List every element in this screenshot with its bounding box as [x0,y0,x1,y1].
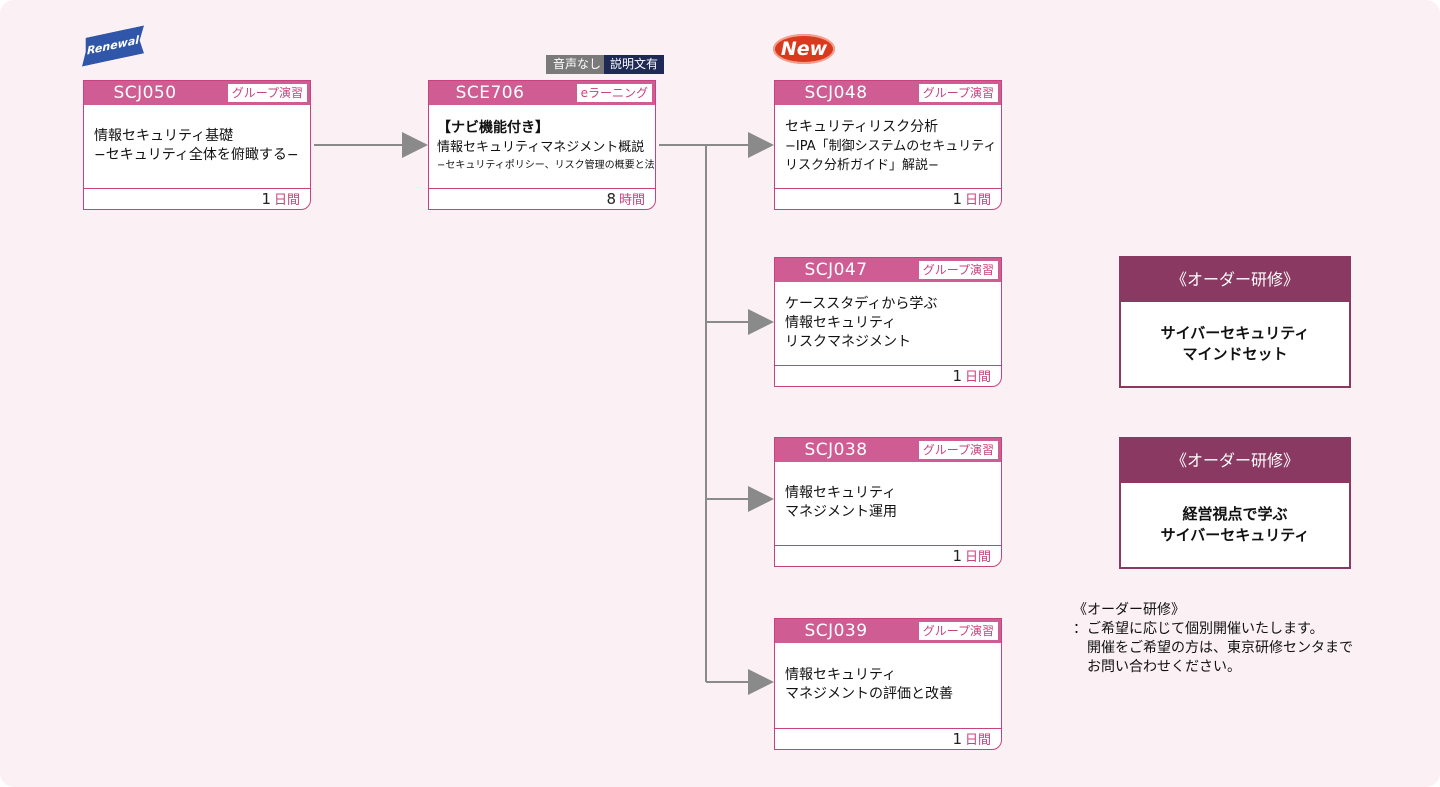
duration-unit: 時間 [618,193,645,208]
course-title-line: 情報セキュリティマネジメント概説 [437,139,645,155]
order-box-title-line: サイバーセキュリティ [1160,324,1310,342]
course-title: 情報セキュリティ マネジメント運用 [785,462,995,544]
course-title: セキュリティリスク分析 −IPA「制御システムのセキュリティ リスク分析ガイド」… [785,105,997,187]
caption-tag: 説明文有 [604,55,664,74]
course-title-line: −IPA「制御システムのセキュリティ [785,138,997,154]
course-card-scj047[interactable]: SCJ047 グループ演習 ケーススタディから学ぶ 情報セキュリティ リスクマネ… [774,257,1002,387]
course-title-line: セキュリティリスク分析 [785,118,939,135]
arrow-head [402,132,428,158]
course-code: SCJ039 [804,621,868,641]
course-card-sce706[interactable]: SCE706 eラーニング 【ナビ機能付き】 情報セキュリティマネジメント概説 … [428,80,656,210]
duration-unit: 日間 [964,733,991,748]
course-type-tag: eラーニング [576,84,652,102]
course-code: SCJ048 [804,83,868,103]
duration-unit: 日間 [964,193,991,208]
course-code: SCJ047 [804,260,868,280]
arrow-head [748,669,774,695]
order-box-title-line: マインドセット [1182,345,1288,363]
order-box-title: サイバーセキュリティ マインドセット [1121,302,1349,386]
course-header: SCE706 eラーニング [429,81,655,105]
course-header: SCJ039 グループ演習 [775,619,1001,643]
no-audio-tag: 音声なし [546,55,608,74]
course-title-line: リスク分析ガイド」解説− [785,157,939,173]
duration-unit: 日間 [273,193,300,208]
duration-unit: 日間 [964,370,991,385]
note-line: 《オーダー研修》 [1073,602,1185,618]
course-code: SCE706 [455,83,525,103]
course-title-line: −セキュリティ全体を俯瞰する− [94,147,299,163]
course-type-tag: グループ演習 [918,622,998,640]
note-line: 開催をご希望の方は、東京研修センタまで [1073,640,1353,656]
arrow-head [748,486,774,512]
course-title-line: マネジメント運用 [785,504,897,520]
course-title: 情報セキュリティ基礎 −セキュリティ全体を俯瞰する− [94,105,304,187]
course-card-scj048[interactable]: SCJ048 グループ演習 セキュリティリスク分析 −IPA「制御システムのセキ… [774,80,1002,210]
arrow-head [748,309,774,335]
course-title: ケーススタディから学ぶ 情報セキュリティ リスクマネジメント [785,282,995,364]
course-header: SCJ047 グループ演習 [775,258,1001,282]
course-title-line: 【ナビ機能付き】 [437,119,549,136]
order-box-header: 《オーダー研修》 [1121,258,1349,302]
order-box-title-line: サイバーセキュリティ [1160,526,1310,544]
new-badge: New [773,34,835,64]
course-type-tag: グループ演習 [918,261,998,279]
course-header: SCJ048 グループ演習 [775,81,1001,105]
order-box-header: 《オーダー研修》 [1121,439,1349,483]
course-code: SCJ050 [113,83,177,103]
course-header: SCJ038 グループ演習 [775,438,1001,462]
duration-value: 8 [606,190,616,208]
course-title-line: マネジメントの評価と改善 [785,686,953,702]
course-title-line: ケーススタディから学ぶ [785,295,938,312]
duration-unit: 日間 [964,550,991,565]
note-line: ：ご希望に応じて個別開催いたします。 [1073,621,1324,637]
course-type-tag: グループ演習 [227,84,307,102]
course-type-tag: グループ演習 [918,84,998,102]
note-line: お問い合わせください。 [1073,659,1241,675]
course-type-tag: グループ演習 [918,441,998,459]
course-title: 情報セキュリティ マネジメントの評価と改善 [785,643,995,727]
duration-value: 1 [952,547,962,565]
course-code: SCJ038 [804,440,868,460]
duration-value: 1 [952,367,962,385]
order-box-title: 経営視点で学ぶ サイバーセキュリティ [1121,483,1349,567]
course-title-line: 情報セキュリティ [785,667,897,683]
course-title-line: 情報セキュリティ [785,485,897,501]
course-header: SCJ050 グループ演習 [84,81,310,105]
duration-value: 1 [952,190,962,208]
arrow-head [748,132,774,158]
order-training-box[interactable]: 《オーダー研修》 経営視点で学ぶ サイバーセキュリティ [1119,437,1351,569]
course-title-line: 情報セキュリティ基礎 [94,128,234,144]
course-title-line: 情報セキュリティ [785,314,897,331]
course-title-line: −セキュリティポリシー、リスク管理の概要と法制度− [437,159,655,171]
order-training-box[interactable]: 《オーダー研修》 サイバーセキュリティ マインドセット [1119,256,1351,388]
order-training-note: 《オーダー研修》 ：ご希望に応じて個別開催いたします。 開催をご希望の方は、東京… [1073,601,1353,677]
duration-value: 1 [952,730,962,748]
course-title-line: リスクマネジメント [785,333,911,350]
duration-value: 1 [261,190,271,208]
order-box-title-line: 経営視点で学ぶ [1182,505,1288,523]
course-card-scj050[interactable]: SCJ050 グループ演習 情報セキュリティ基礎 −セキュリティ全体を俯瞰する−… [83,80,311,210]
course-title: 【ナビ機能付き】 情報セキュリティマネジメント概説 −セキュリティポリシー、リス… [437,105,655,187]
